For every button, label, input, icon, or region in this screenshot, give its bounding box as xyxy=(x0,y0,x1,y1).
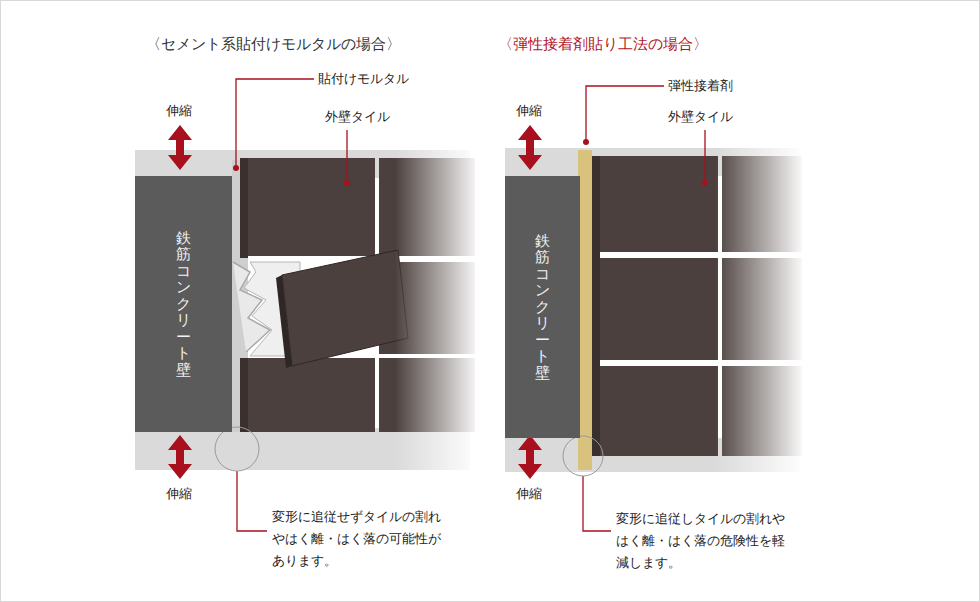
wall-label: 鉄筋コンクリート壁 xyxy=(535,233,550,382)
concrete-wall: 鉄筋コンクリート壁 xyxy=(505,176,580,438)
callout-note: 変形に追従せずタイルの割れやはく離・はく落の可能性があります。 xyxy=(272,506,448,572)
panel-heading: 〈弾性接着剤貼り工法の場合〉 xyxy=(498,34,798,54)
wall-label: 鉄筋コンクリート壁 xyxy=(176,230,191,379)
part-label: 弾性接着剤 xyxy=(668,77,778,95)
motion-label: 伸縮 xyxy=(166,485,206,503)
concrete-wall: 鉄筋コンクリート壁 xyxy=(135,176,232,432)
right-illustration xyxy=(505,140,805,480)
motion-label: 伸縮 xyxy=(516,102,556,120)
part-label: 外壁タイル xyxy=(325,108,425,126)
part-label: 貼付けモルタル xyxy=(318,70,438,88)
leader-lines xyxy=(236,79,705,531)
panel-heading: 〈セメント系貼付けモルタルの場合〉 xyxy=(146,34,466,54)
leader-dots xyxy=(233,139,708,186)
motion-label: 伸縮 xyxy=(516,485,556,503)
part-label: 外壁タイル xyxy=(668,108,768,126)
motion-label: 伸縮 xyxy=(166,102,206,120)
left-illustration xyxy=(135,140,480,480)
callout-note: 変形に追従しタイルの割れやはく離・はく落の危険性を軽減します。 xyxy=(616,508,792,574)
